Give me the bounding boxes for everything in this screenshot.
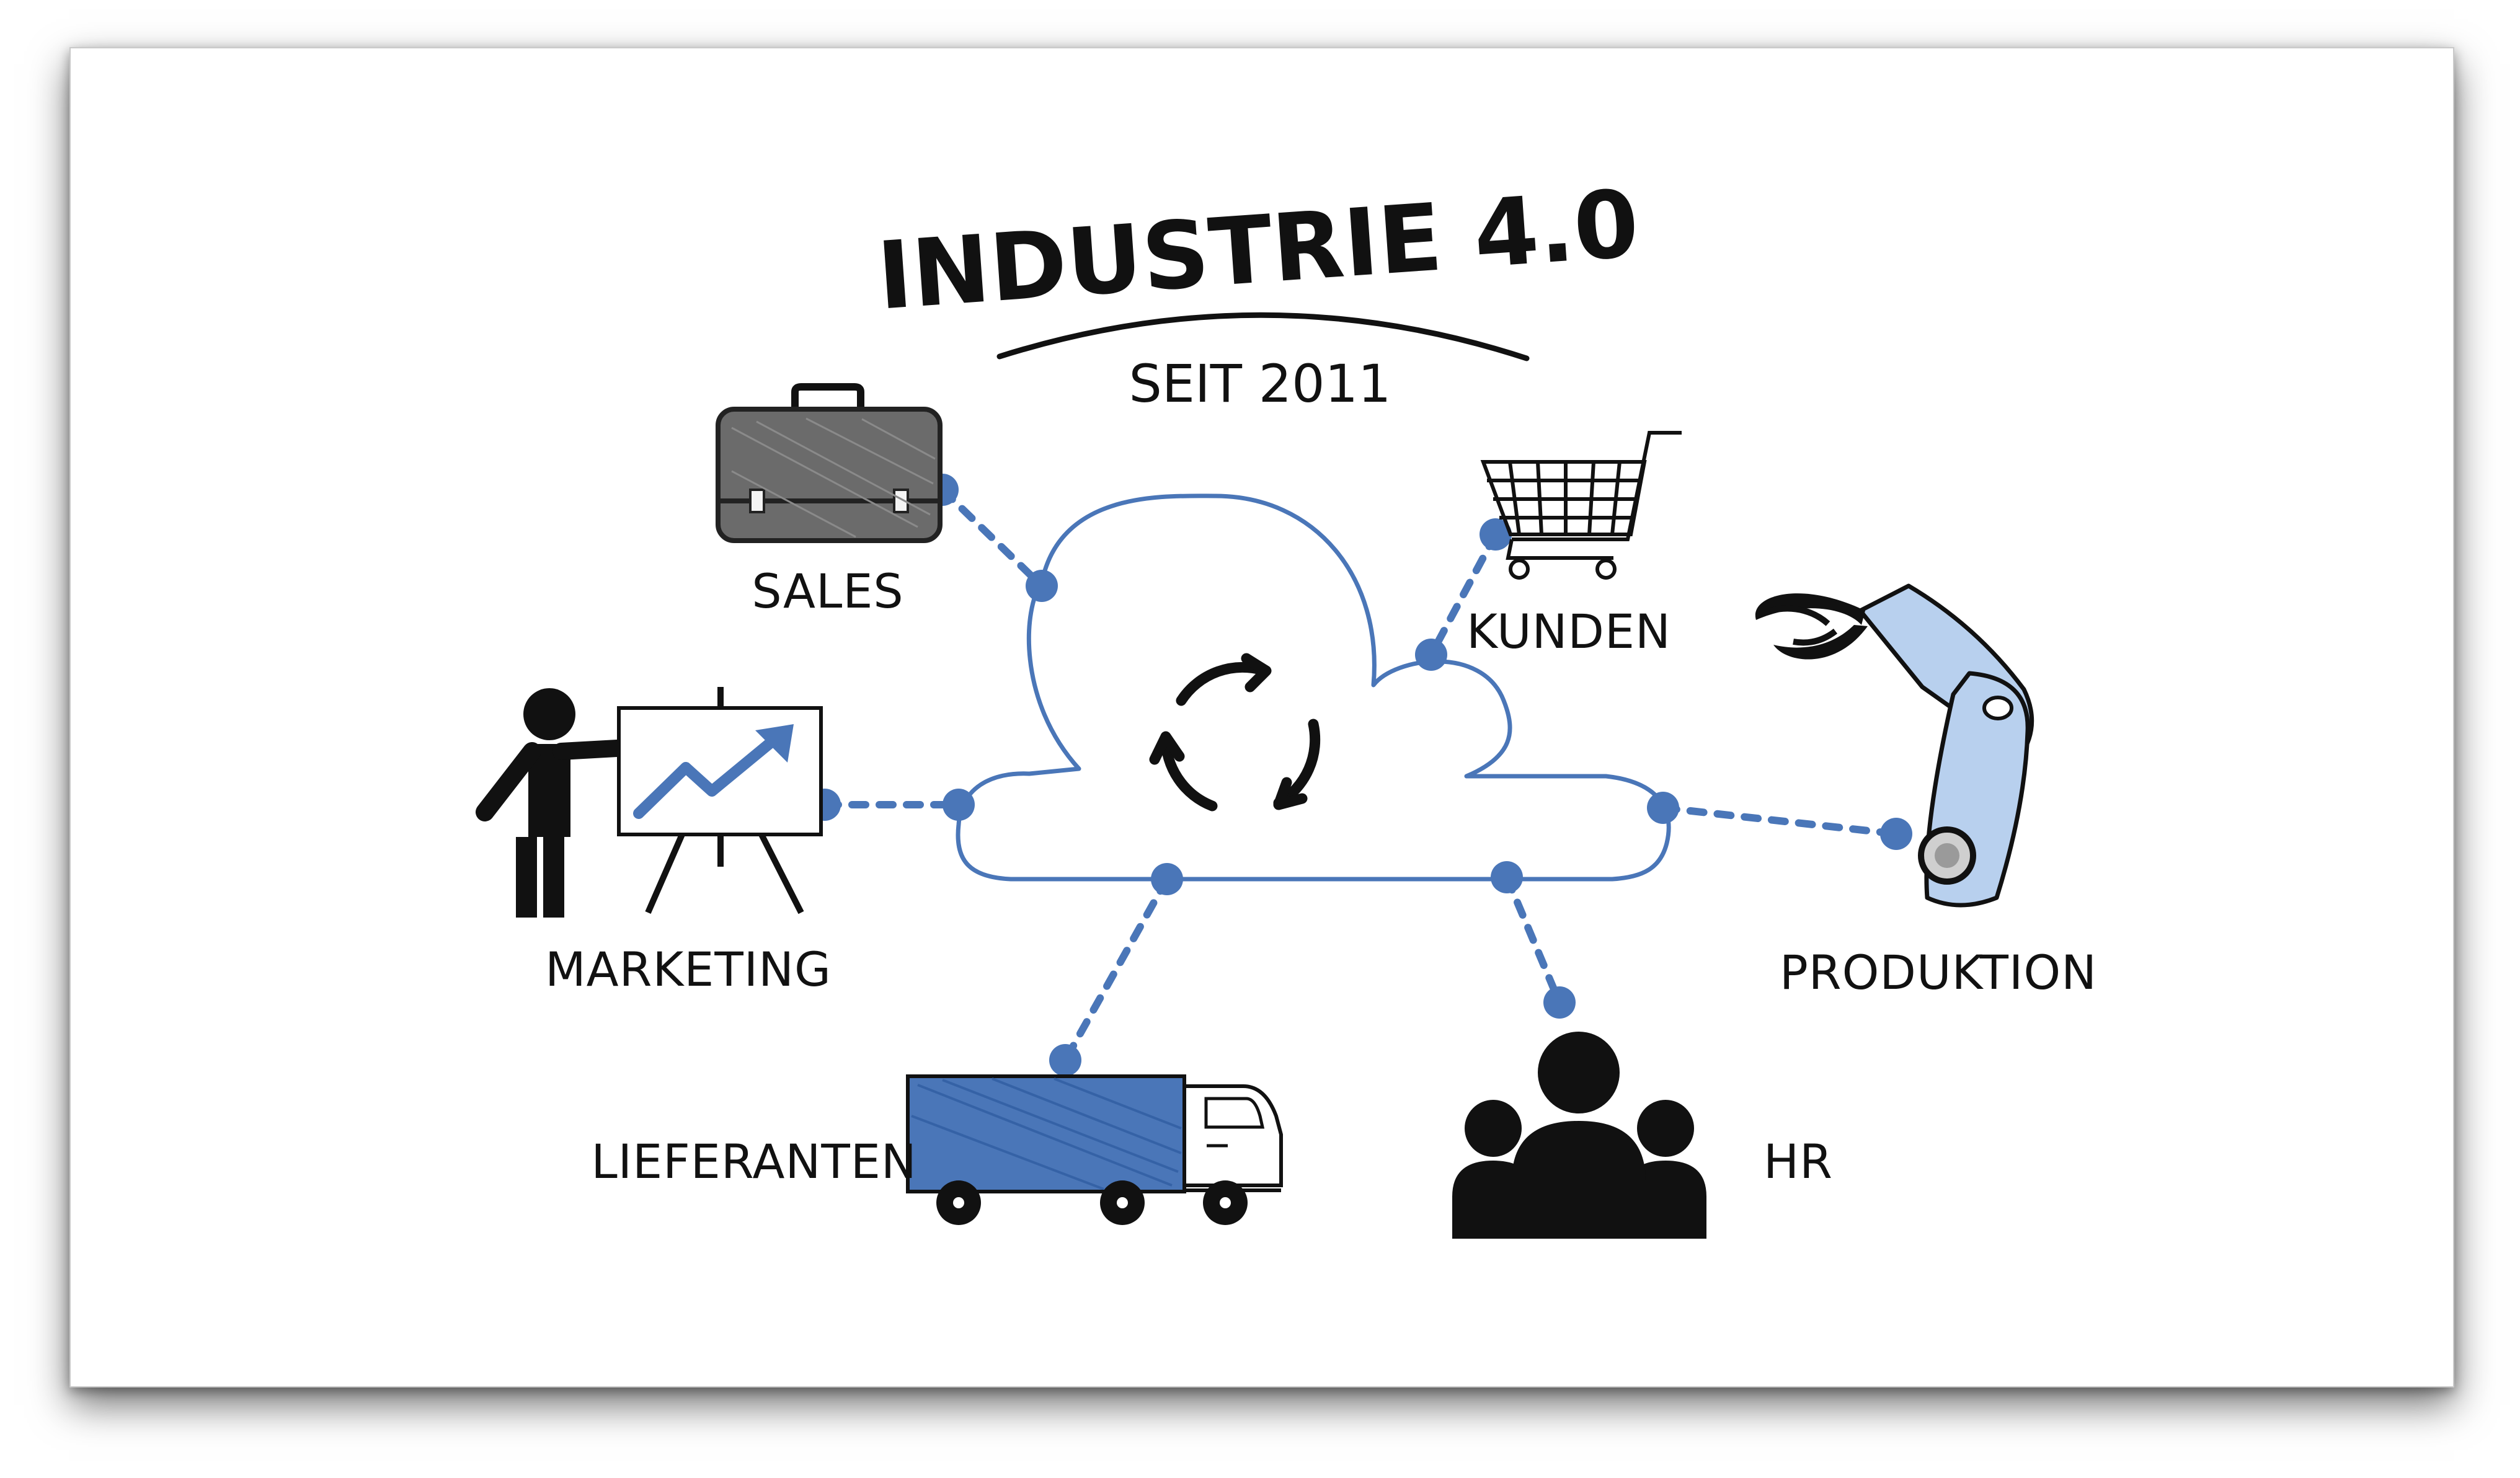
- node-label-kunden: KUNDEN: [1466, 604, 1671, 659]
- node-label-produktion: PRODUKTION: [1780, 945, 2097, 1000]
- briefcase-icon: [716, 383, 943, 543]
- node-label-hr: HR: [1764, 1134, 1833, 1189]
- connector-kunden: [1415, 518, 1512, 671]
- title-underline: [996, 312, 1530, 361]
- team-icon: [1452, 1032, 1706, 1239]
- diagram-subtitle: SEIT 2011: [1129, 353, 1391, 414]
- robot-arm-icon: [1755, 583, 2034, 908]
- connector-hr: [1491, 861, 1576, 1019]
- connector-sales: [926, 474, 1058, 602]
- shopping-cart-icon: [1480, 431, 1682, 580]
- connector-marketing: [809, 789, 975, 821]
- truck-icon: [906, 1074, 1283, 1225]
- recycle-arrows-icon: [1149, 653, 1321, 812]
- connector-produktion: [1647, 792, 1912, 850]
- node-label-lieferanten: LIEFERANTEN: [591, 1134, 916, 1189]
- node-label-sales: SALES: [752, 564, 903, 619]
- presenter-chart-icon: [476, 687, 823, 918]
- cloud-shape: [956, 493, 1671, 882]
- diagram-title: INDUSTRIE 4.0: [874, 170, 1642, 330]
- connector-lieferanten: [1049, 863, 1183, 1076]
- node-label-marketing: MARKETING: [545, 942, 832, 997]
